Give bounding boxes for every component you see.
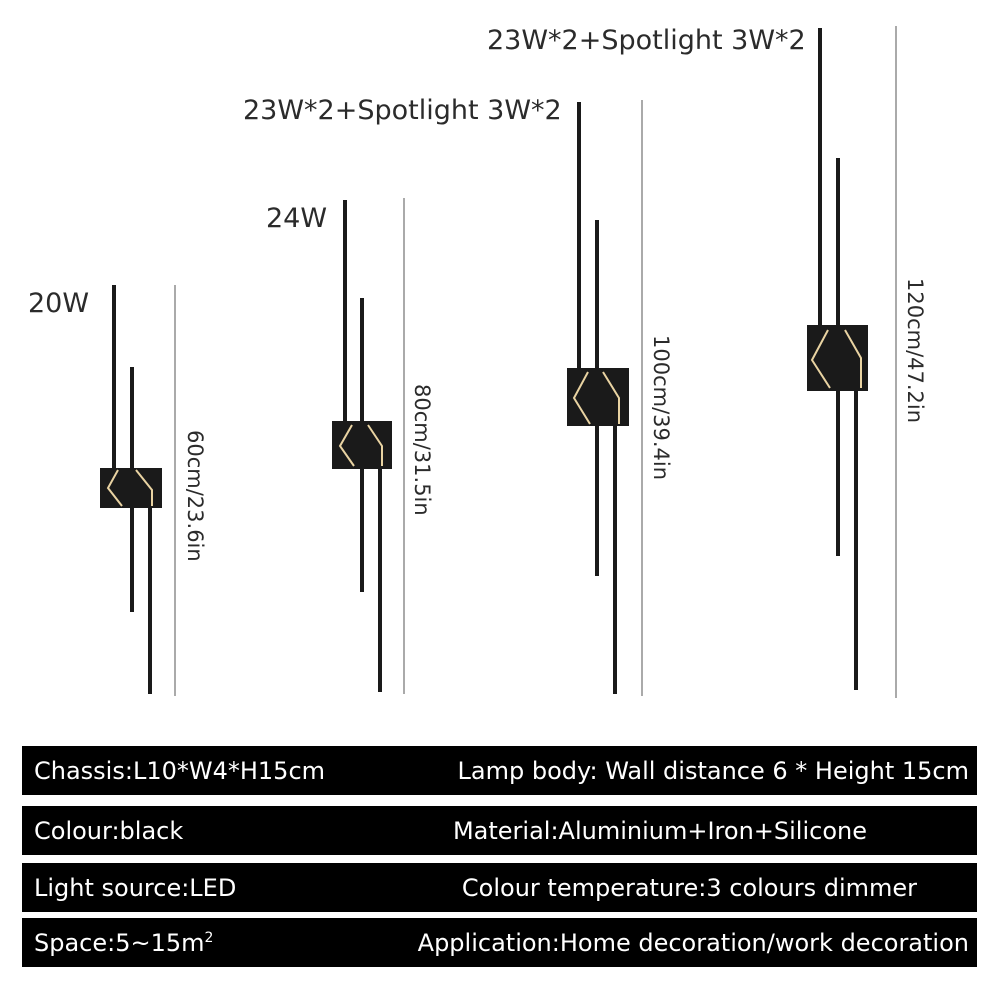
dimension-label-60cm: 60cm/23.6in <box>183 430 207 562</box>
dimension-label-100cm: 100cm/39.4in <box>649 335 673 481</box>
spec-bar-chassis: Chassis:L10*W4*H15cm Lamp body: Wall dis… <box>22 746 977 795</box>
spec-space-superscript: 2 <box>204 929 214 946</box>
wattage-label-120cm: 23W*2+Spotlight 3W*2 <box>487 25 806 56</box>
lamp-100cm <box>567 100 643 696</box>
spec-space-text: Space:5~15m <box>34 928 205 957</box>
spec-application: Application:Home decoration/work decorat… <box>417 928 969 957</box>
spec-colour-temperature: Colour temperature:3 colours dimmer <box>461 873 917 902</box>
lamp-80cm <box>332 198 405 694</box>
spec-space: Space:5~15m2 <box>34 929 213 957</box>
wattage-label-80cm: 24W <box>266 203 328 234</box>
spec-colour: Colour:black <box>34 816 184 845</box>
spec-bar-light-source: Light source:LED Colour temperature:3 co… <box>22 863 977 912</box>
wattage-label-100cm: 23W*2+Spotlight 3W*2 <box>243 95 562 126</box>
lamp-illustrations <box>100 26 897 698</box>
dimension-label-120cm: 120cm/47.2in <box>903 278 927 424</box>
lamp-120cm <box>807 26 897 698</box>
spec-bar-space: Space:5~15m2 Application:Home decoration… <box>22 918 977 967</box>
spec-chassis: Chassis:L10*W4*H15cm <box>34 756 326 785</box>
spec-lamp-body: Lamp body: Wall distance 6 * Height 15cm <box>457 756 969 785</box>
spec-light-source: Light source:LED <box>34 873 237 902</box>
spec-material: Material:Aluminium+Iron+Silicone <box>452 816 867 845</box>
spec-bar-colour: Colour:black Material:Aluminium+Iron+Sil… <box>22 806 977 855</box>
lamp-60cm <box>100 285 176 696</box>
dimension-label-80cm: 80cm/31.5in <box>410 384 434 516</box>
wattage-label-60cm: 20W <box>28 288 90 319</box>
